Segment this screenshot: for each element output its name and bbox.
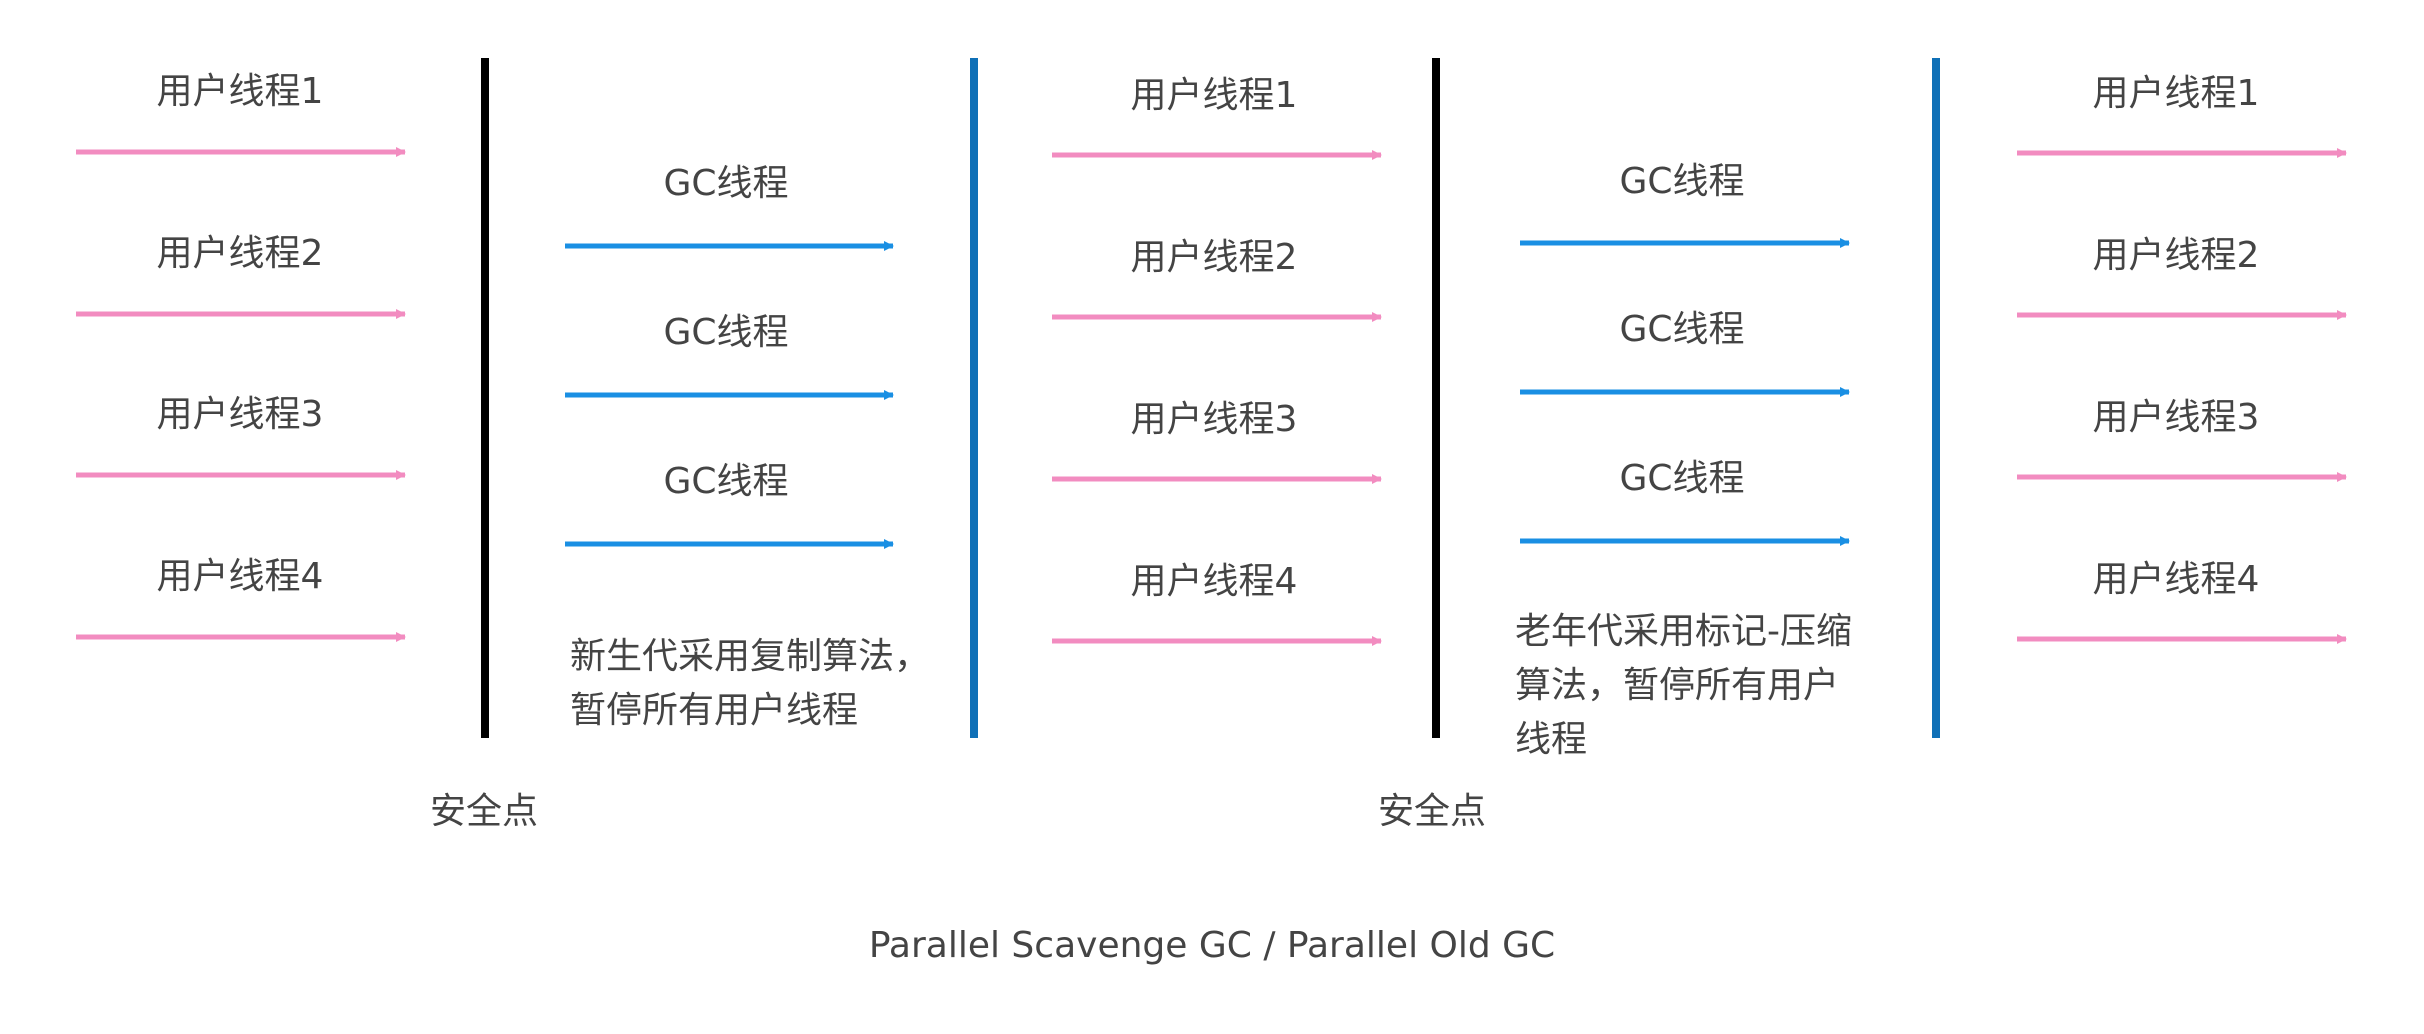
phase1-user-thread-1-label: 用户线程1 xyxy=(156,71,324,112)
phase4-note-line-3: 线程 xyxy=(1515,719,1588,760)
phase3-user-thread-3-label: 用户线程3 xyxy=(1130,399,1298,440)
phase1-user-thread-4-label: 用户线程4 xyxy=(156,556,324,597)
phase1-user-thread-3-label: 用户线程3 xyxy=(156,394,324,435)
phase5-user-thread-2-label: 用户线程2 xyxy=(2092,235,2260,276)
phase2-gc-thread-3-label: GC线程 xyxy=(663,461,789,502)
phase5-user-thread-1-label: 用户线程1 xyxy=(2092,73,2260,114)
phase3-user-thread-2-label: 用户线程2 xyxy=(1130,237,1298,278)
phase4-note-line-2: 算法，暂停所有用户 xyxy=(1515,665,1840,706)
phase3-user-thread-1-label: 用户线程1 xyxy=(1130,75,1298,116)
diagram-caption: Parallel Scavenge GC / Parallel Old GC xyxy=(868,925,1556,966)
phase4-gc-thread-2-label: GC线程 xyxy=(1619,309,1745,350)
phase3-user-thread-4-label: 用户线程4 xyxy=(1130,561,1298,602)
phase2-gc-thread-1-label: GC线程 xyxy=(663,163,789,204)
phase4-gc-thread-1-label: GC线程 xyxy=(1619,161,1745,202)
phase4-note-line-1: 老年代采用标记-压缩 xyxy=(1515,611,1852,652)
safepoint-label-2: 安全点 xyxy=(1377,791,1487,832)
phase5-user-thread-3-label: 用户线程3 xyxy=(2092,397,2260,438)
phase2-gc-thread-2-label: GC线程 xyxy=(663,312,789,353)
phase4-note: 老年代采用标记-压缩 算法，暂停所有用户 线程 xyxy=(1515,605,1852,767)
phase4-gc-thread-3-label: GC线程 xyxy=(1619,458,1745,499)
phase1-user-thread-2-label: 用户线程2 xyxy=(156,233,324,274)
phase2-note-line-1: 新生代采用复制算法， xyxy=(570,636,931,677)
phase2-note: 新生代采用复制算法， 暂停所有用户线程 xyxy=(570,630,930,738)
phase5-user-thread-4-label: 用户线程4 xyxy=(2092,559,2260,600)
phase2-note-line-2: 暂停所有用户线程 xyxy=(570,690,859,731)
safepoint-label-1: 安全点 xyxy=(429,791,539,832)
